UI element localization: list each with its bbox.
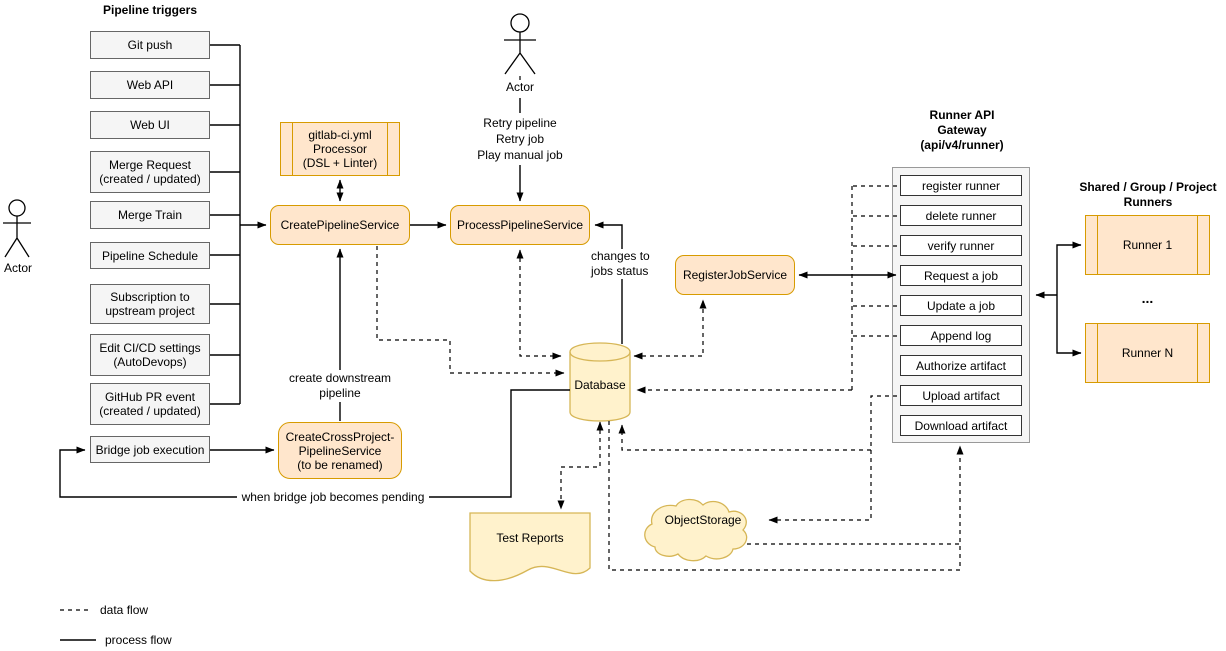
pipeline-triggers-header: Pipeline triggers [102, 3, 198, 17]
legend-data-flow-label: data flow [100, 603, 149, 617]
runner-n-node: Runner N [1085, 323, 1210, 383]
trigger-web-ui: Web UI [90, 111, 210, 139]
trigger-git-push: Git push [90, 31, 210, 59]
gitlab-ci-yml-processor-node: gitlab-ci.yml Processor (DSL + Linter) [280, 122, 400, 176]
cloud-icon [644, 498, 748, 562]
gateway-item-register-runner: register runner [900, 175, 1022, 196]
actor-top-actions: Retry pipeline Retry job Play manual job [455, 113, 585, 165]
runners-header: Shared / Group / Project Runners [1079, 180, 1217, 209]
runners-ellipsis: ... [1141, 290, 1154, 306]
trigger-pipeline-schedule: Pipeline Schedule [90, 242, 210, 269]
register-job-service-node: RegisterJobService [675, 255, 795, 295]
gateway-item-update-a-job: Update a job [900, 295, 1022, 316]
gateway-item-request-a-job: Request a job [900, 265, 1022, 286]
process-pipeline-service-node: ProcessPipelineService [450, 205, 590, 245]
gateway-item-append-log: Append log [900, 325, 1022, 346]
gateway-item-download-artifact: Download artifact [900, 415, 1022, 436]
document-icon [469, 512, 591, 582]
actor-top-icon [504, 13, 536, 75]
runner-1-node: Runner 1 [1085, 215, 1210, 275]
trigger-web-api: Web API [90, 71, 210, 99]
trigger-merge-train: Merge Train [90, 201, 210, 229]
trigger-bridge-job: Bridge job execution [90, 436, 210, 463]
gateway-item-verify-runner: verify runner [900, 235, 1022, 256]
object-storage-label: ObjectStorage [664, 513, 742, 527]
gateway-item-delete-runner: delete runner [900, 205, 1022, 226]
test-reports-label: Test Reports [496, 531, 564, 545]
create-cross-project-pipeline-service-node: CreateCrossProject- PipelineService (to … [278, 422, 402, 479]
annotation-changes-jobs-status: changes to jobs status [591, 249, 655, 279]
gateway-item-authorize-artifact: Authorize artifact [900, 355, 1022, 376]
trigger-subscription: Subscription to upstream project [90, 284, 210, 324]
runner-api-gateway-header: Runner API Gateway (api/v4/runner) [920, 107, 1004, 152]
actor-left-icon [3, 199, 31, 258]
actor-left-label: Actor [3, 261, 32, 275]
annotation-when-bridge-pending: when bridge job becomes pending [237, 489, 429, 504]
actor-top-label: Actor [505, 80, 534, 94]
trigger-merge-request: Merge Request (created / updated) [90, 151, 210, 193]
legend-process-flow-label: process flow [105, 633, 172, 647]
database-label: Database [574, 378, 626, 392]
annotation-create-downstream-pipeline: create downstream pipeline [278, 370, 402, 402]
trigger-edit-cicd: Edit CI/CD settings (AutoDevops) [90, 334, 210, 376]
gateway-item-upload-artifact: Upload artifact [900, 385, 1022, 406]
create-pipeline-service-node: CreatePipelineService [270, 205, 410, 245]
trigger-github-pr: GitHub PR event (created / updated) [90, 383, 210, 425]
